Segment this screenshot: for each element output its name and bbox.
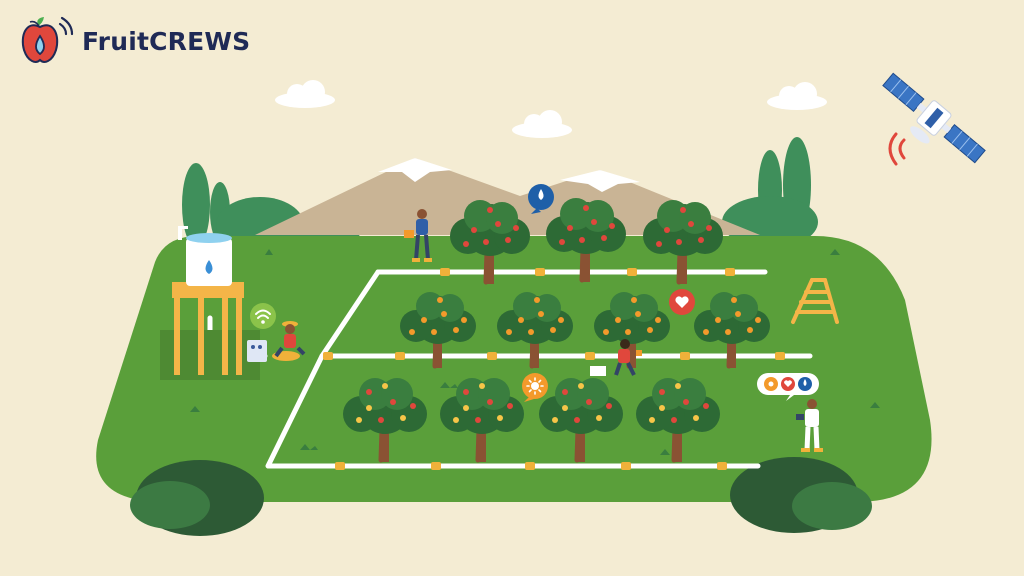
cloud-icon [767,82,827,110]
farmer-icon [272,321,306,361]
control-box-icon [247,340,267,362]
water-tower-icon [160,226,260,380]
signal-waves-icon [888,132,906,166]
grass-tufts [190,249,880,455]
cloud-icon [512,110,572,138]
farmer-icon [590,339,642,376]
sun-bubble-icon [522,373,548,402]
mountains [255,158,760,235]
cloud-icon [275,80,335,108]
farmer-icon [796,399,823,452]
wifi-signal-icon [250,303,276,329]
bushes [130,457,872,536]
farmer-icon [404,209,432,262]
apple-water-drop-signal-icon [21,16,74,63]
satellite-icon [882,72,986,164]
brand-name: FruitCREWS [82,26,251,56]
heart-bubble-icon [669,289,695,315]
status-bubble-icon [757,373,819,401]
brand-logo: FruitCREWS [20,14,250,68]
ladder-icon [791,278,839,324]
water-drop-bubble-icon [528,184,554,214]
